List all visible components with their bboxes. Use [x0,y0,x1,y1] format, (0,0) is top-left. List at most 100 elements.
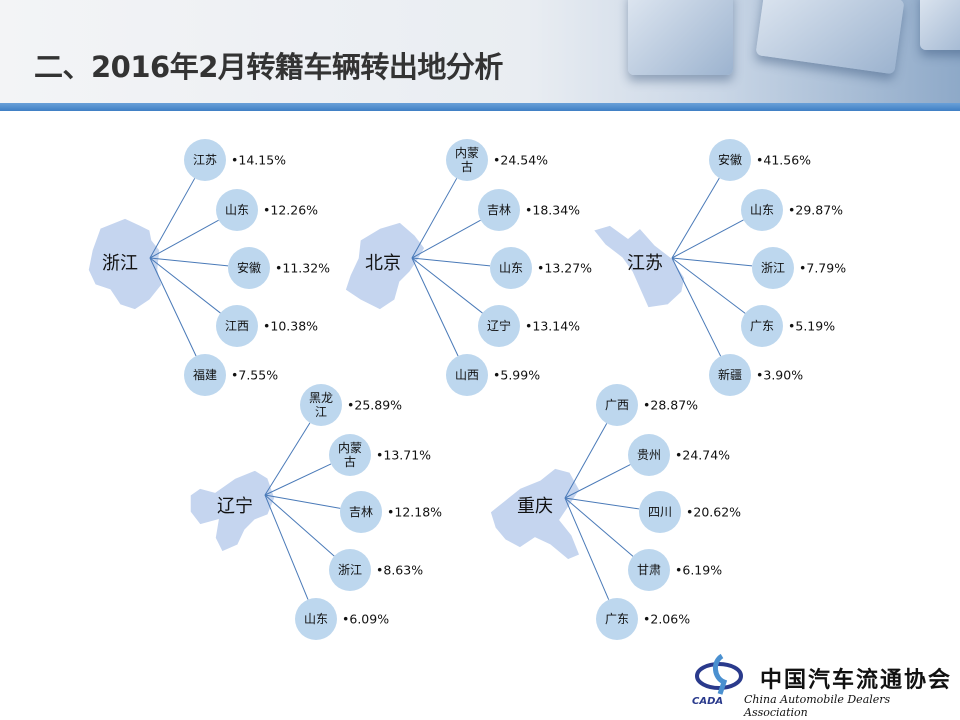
destination-circle: 浙江 [329,549,371,591]
destination-circle: 福建 [184,354,226,396]
connector-line [564,497,634,557]
page-title: 二、2016年2月转籍车辆转出地分析 [34,50,503,84]
destination-circle: 山东 [490,247,532,289]
destination-circle: 江西 [216,305,258,347]
connector-line [264,463,332,496]
connector-line [671,257,753,267]
connector-line [264,422,311,496]
destination-percentage: •28.87% [643,397,699,413]
decorative-cube [920,0,960,50]
destination-circle: 广东 [596,598,638,640]
beijing-map [344,221,426,311]
connector-line [564,497,640,510]
origin-province-label: 江苏 [627,253,663,274]
origin-province-label: 浙江 [102,253,138,274]
destination-percentage: •7.79% [799,260,847,276]
destination-percentage: •10.38% [263,318,319,334]
destination-circle: 安徽 [228,247,270,289]
destination-percentage: •8.63% [376,562,424,578]
destination-circle: 吉林 [340,491,382,533]
destination-circle: 山西 [446,354,488,396]
destination-circle: 甘肃 [628,549,670,591]
destination-label: 安徽 [717,153,742,167]
destination-circle: 安徽 [709,139,751,181]
destination-percentage: •2.06% [643,611,691,627]
destination-label: 江西 [224,319,249,333]
connector-line [149,257,229,267]
destination-label: 内蒙古 [337,441,362,469]
destination-percentage: •3.90% [756,367,804,383]
destination-percentage: •11.32% [275,260,331,276]
destination-label: 浙江 [760,261,785,275]
destination-label: 吉林 [348,505,373,519]
destination-circle: 新疆 [709,354,751,396]
destination-label: 安徽 [236,261,261,275]
destination-percentage: •5.19% [788,318,836,334]
connector-line [149,257,221,314]
destination-percentage: •7.55% [231,367,279,383]
destination-label: 广东 [749,319,774,333]
destination-circle: 内蒙古 [329,434,371,476]
decorative-cube [628,0,733,75]
connector-line [264,494,309,600]
connector-line [264,494,341,509]
destination-percentage: •5.99% [493,367,541,383]
connector-line [564,464,631,499]
header-banner [0,0,960,103]
destination-percentage: •6.19% [675,562,723,578]
destination-label: 黑龙江 [308,391,333,419]
logo-abbr: CADA [692,696,724,707]
destination-label: 江苏 [192,153,217,167]
destination-circle: 广西 [596,384,638,426]
destination-label: 吉林 [486,203,511,217]
destination-circle: 贵州 [628,434,670,476]
zhejiang-map [87,217,163,311]
origin-province-label: 北京 [365,253,401,274]
connector-line [149,178,196,259]
destination-label: 山东 [498,261,523,275]
connector-line [149,219,219,259]
destination-circle: 江苏 [184,139,226,181]
destination-circle: 山东 [295,598,337,640]
destination-percentage: •13.71% [376,447,432,463]
destination-percentage: •13.27% [537,260,593,276]
destination-label: 辽宁 [486,319,511,333]
destination-label: 新疆 [717,368,742,382]
destination-label: 山东 [224,203,249,217]
destination-percentage: •12.26% [263,202,319,218]
destination-label: 内蒙古 [454,146,479,174]
cada-logo: CADA 中国汽车流通协会 China Automobile Dealers A… [692,652,953,719]
destination-percentage: •41.56% [756,152,812,168]
connector-line [671,177,720,259]
connector-line [671,257,722,357]
destination-circle: 山东 [216,189,258,231]
connector-line [671,257,746,314]
destination-circle: 山东 [741,189,783,231]
connector-line [411,257,483,314]
connector-line [411,219,481,259]
origin-province-label: 辽宁 [217,496,253,517]
jiangsu-map [591,224,686,309]
liaoning-map [189,469,276,553]
destination-percentage: •6.09% [342,611,390,627]
destination-label: 贵州 [636,448,661,462]
destination-label: 广东 [604,612,629,626]
destination-percentage: •24.54% [493,152,549,168]
destination-label: 浙江 [337,563,362,577]
destination-label: 山东 [749,203,774,217]
destination-label: 福建 [192,368,217,382]
destination-label: 山西 [454,368,479,382]
logo-chinese-name: 中国汽车流通协会 [760,667,953,693]
destination-label: 甘肃 [636,563,661,577]
destination-percentage: •20.62% [686,504,742,520]
connector-line [149,257,197,357]
destination-circle: 辽宁 [478,305,520,347]
destination-percentage: •24.74% [675,447,731,463]
destination-label: 山东 [303,612,328,626]
destination-percentage: •25.89% [347,397,403,413]
connector-line [264,494,335,557]
origin-province-label: 重庆 [517,496,553,517]
header-divider [0,103,960,111]
connector-line [411,257,491,267]
